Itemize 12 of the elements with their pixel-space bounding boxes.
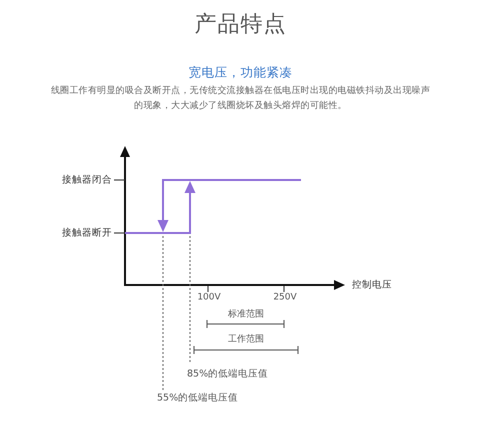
axis-tick-label: 100V [197,292,221,304]
threshold-label: 55%的低端电压值 [157,392,238,404]
page-title: 产品特点 [194,12,286,38]
axis-label: 控制电压 [352,279,392,291]
threshold-label: 85%的低端电压值 [187,368,268,380]
range-label: 工作范围 [228,334,264,346]
axis-tick-label: 接触器断开 [62,227,112,239]
axis-tick-label: 接触器闭合 [62,174,112,186]
description-text: 线圈工作有明显的吸合及断开点，无传统交流接触器在低电压时出现的电磁铁抖动及出现噪声的现象，大大减少了线圈烧坏及触头熔焊的可能性。 [50,84,431,113]
subtitle: 宽电压，功能紧凑 [188,64,292,80]
range-label: 标准范围 [228,310,264,320]
axis-tick-label: 250V [273,292,297,304]
